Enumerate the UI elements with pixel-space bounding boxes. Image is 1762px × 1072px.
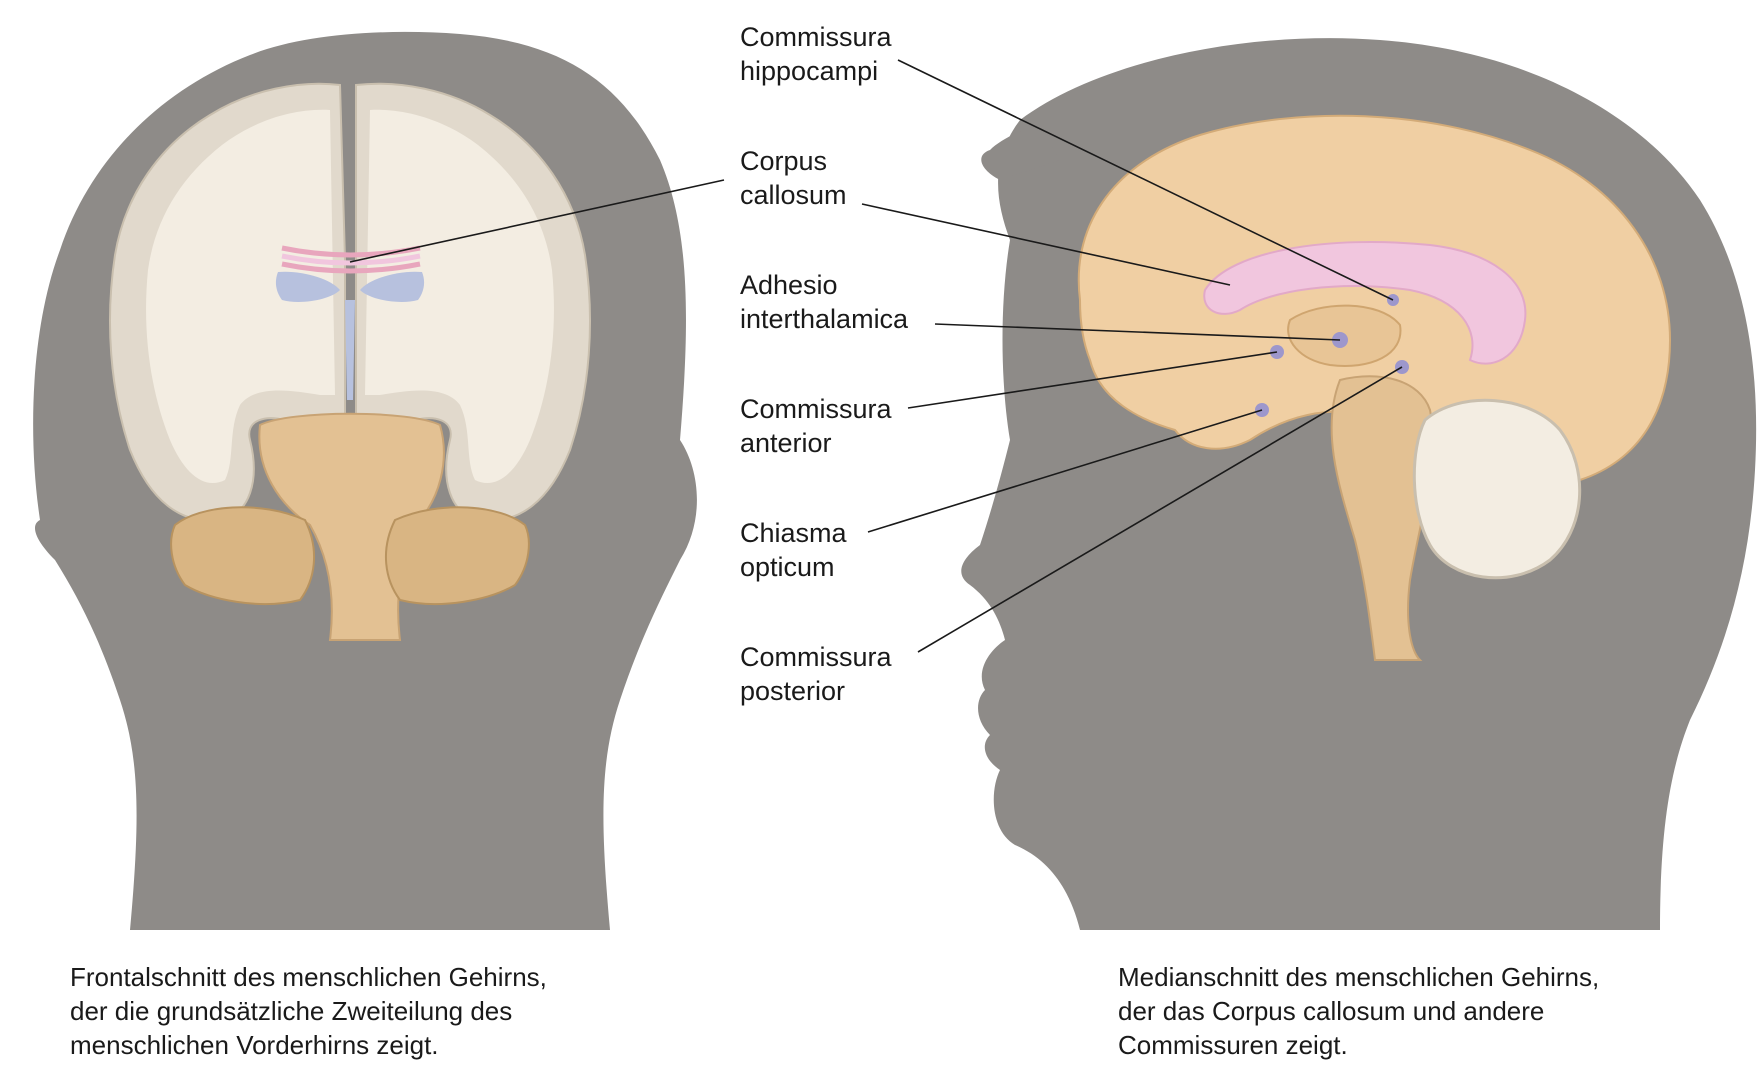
caption-line: Commissuren zeigt. xyxy=(1118,1028,1599,1062)
caption-line: Medianschnitt des menschlichen Gehirns, xyxy=(1118,960,1599,994)
caption-line: der die grundsätzliche Zweiteilung des xyxy=(70,994,547,1028)
label-line: opticum xyxy=(740,550,847,584)
label-commissura-posterior: Commissura posterior xyxy=(740,640,892,708)
caption-line: menschlichen Vorderhirns zeigt. xyxy=(70,1028,547,1062)
caption-line: der das Corpus callosum und andere xyxy=(1118,994,1599,1028)
label-line: interthalamica xyxy=(740,302,908,336)
label-commissura-anterior: Commissura anterior xyxy=(740,392,892,460)
caption-median: Medianschnitt des menschlichen Gehirns, … xyxy=(1118,960,1599,1062)
label-line: Adhesio xyxy=(740,268,908,302)
caption-line: Frontalschnitt des menschlichen Gehirns, xyxy=(70,960,547,994)
caption-frontal: Frontalschnitt des menschlichen Gehirns,… xyxy=(70,960,547,1062)
label-line: posterior xyxy=(740,674,892,708)
cerebellum-right xyxy=(386,507,529,604)
label-commissura-hippocampi: Commissura hippocampi xyxy=(740,20,892,88)
label-line: Commissura xyxy=(740,20,892,54)
label-chiasma-opticum: Chiasma opticum xyxy=(740,516,847,584)
label-adhesio-interthalamica: Adhesio interthalamica xyxy=(740,268,908,336)
label-line: hippocampi xyxy=(740,54,892,88)
label-line: Corpus xyxy=(740,144,847,178)
label-line: anterior xyxy=(740,426,892,460)
label-corpus-callosum: Corpus callosum xyxy=(740,144,847,212)
cerebellum-left xyxy=(171,507,314,604)
label-line: callosum xyxy=(740,178,847,212)
label-line: Commissura xyxy=(740,640,892,674)
frontal-brain-section xyxy=(110,80,590,640)
cerebellum-median xyxy=(1414,400,1579,577)
label-line: Chiasma xyxy=(740,516,847,550)
label-line: Commissura xyxy=(740,392,892,426)
